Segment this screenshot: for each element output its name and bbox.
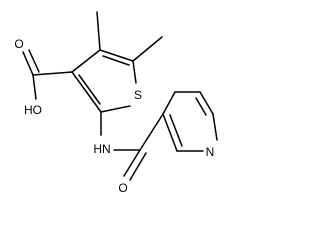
bond-py-n-c6 bbox=[212, 113, 218, 141]
atom-labels: HO O S HN O N bbox=[14, 37, 214, 195]
bond-methyl-c5 bbox=[132, 36, 163, 62]
bond-camide-py bbox=[139, 113, 164, 151]
bond-cacid-o bbox=[22, 51, 34, 76]
amide-carbonyl-oxygen-label: O bbox=[118, 181, 127, 195]
bond-py-c6-c5-double bbox=[195, 97, 207, 116]
pyridine-nitrogen-label: N bbox=[206, 145, 215, 159]
bond-c4-c5 bbox=[99, 49, 134, 62]
bond-methyl-c4 bbox=[96, 11, 101, 51]
sulfur-label: S bbox=[134, 88, 142, 102]
bond-c3-c4 bbox=[71, 49, 101, 73]
bond-cacid-o-double bbox=[28, 49, 40, 73]
bond-s-c2 bbox=[100, 105, 131, 113]
hydroxyl-label: HO bbox=[24, 103, 42, 117]
bond-py-c4-c3 bbox=[162, 91, 176, 115]
bond-py-c3-c2-double bbox=[169, 114, 183, 147]
bond-camide-o bbox=[123, 149, 141, 177]
thiophene-ring bbox=[71, 49, 137, 113]
acid-carbonyl-oxygen-label: O bbox=[14, 37, 23, 51]
bond-c3-cacid bbox=[32, 71, 73, 76]
carboxylic-acid-group bbox=[22, 49, 73, 100]
bond-cacid-oh bbox=[32, 74, 37, 100]
amide-nitrogen-label: HN bbox=[93, 142, 110, 156]
bond-py-c6-c5 bbox=[199, 91, 214, 115]
bonds bbox=[22, 11, 218, 181]
bond-c2-c3-double bbox=[78, 74, 101, 105]
bond-camide-o-double bbox=[129, 152, 147, 181]
bond-c4-c5-double bbox=[102, 55, 130, 66]
amide-group bbox=[100, 111, 164, 181]
bond-py-c3-c2 bbox=[162, 113, 178, 152]
pyridine-ring bbox=[162, 91, 218, 152]
structure-diagram: HO O S HN O N bbox=[14, 11, 218, 195]
bond-c5-s bbox=[132, 60, 137, 84]
bond-c2-c3 bbox=[71, 71, 102, 113]
